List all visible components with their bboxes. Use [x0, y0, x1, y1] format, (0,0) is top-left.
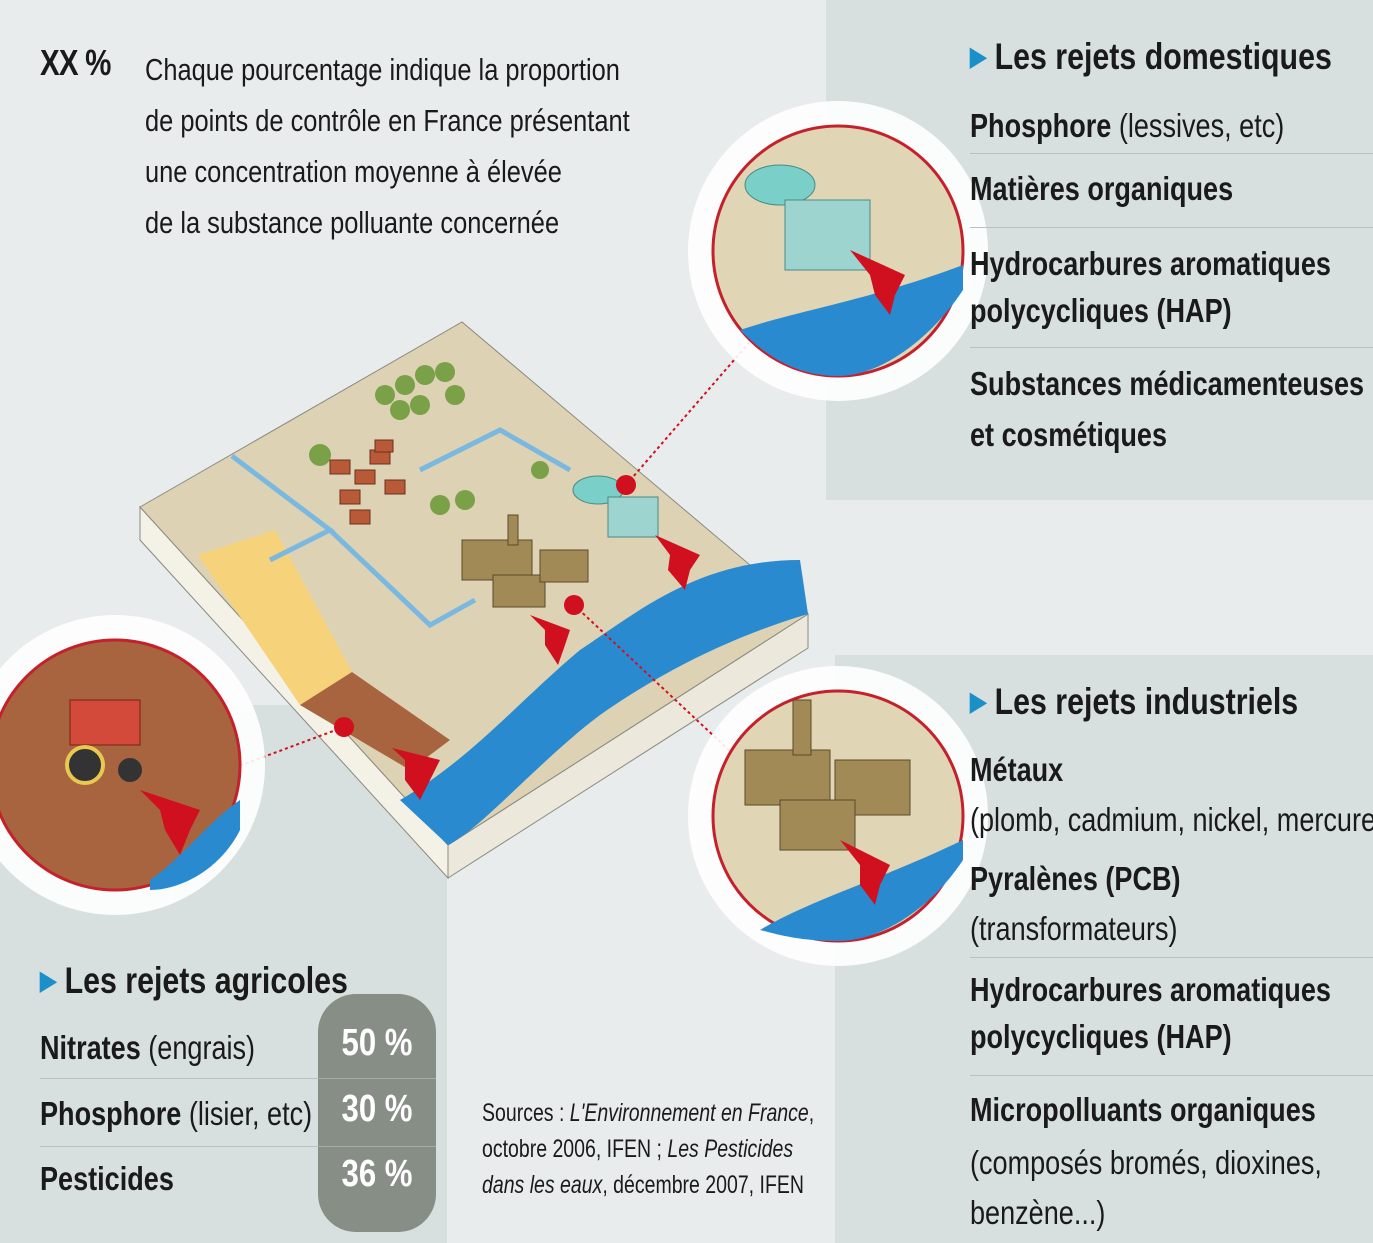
divider — [318, 1146, 436, 1147]
domestic-heading: ▶Les rejets domestiques — [970, 36, 1332, 77]
industrial-item-micro-detail-1: (composés bromés, dioxines, — [970, 1144, 1322, 1181]
triangle-icon: ▶ — [970, 686, 987, 716]
agricultural-item-pesticides: Pesticides — [40, 1160, 174, 1197]
industrial-item-metaux-detail: (plomb, cadmium, nickel, mercure) — [970, 801, 1373, 838]
divider — [318, 1078, 436, 1079]
divider — [40, 1078, 318, 1079]
industrial-magnifier — [688, 666, 988, 966]
divider — [970, 957, 1373, 958]
industrial-item-micro-detail-2: benzène...) — [970, 1194, 1106, 1231]
agricultural-pct-phosphore: 30 % — [341, 1088, 413, 1130]
domestic-item-hap-1: Hydrocarbures aromatiques — [970, 245, 1331, 282]
legend-marker: XX % — [40, 42, 111, 83]
industrial-item-pcb: Pyralènes (PCB) — [970, 860, 1181, 897]
domestic-magnifier — [688, 101, 988, 401]
agricultural-pct-pesticides: 36 % — [341, 1153, 413, 1195]
industrial-item-hap-1: Hydrocarbures aromatiques — [970, 971, 1331, 1008]
agricultural-magnifier — [0, 615, 265, 915]
divider — [970, 347, 1373, 348]
triangle-icon: ▶ — [970, 41, 987, 71]
divider — [970, 227, 1373, 228]
industrial-item-micro: Micropolluants organiques — [970, 1091, 1316, 1128]
domestic-item-medical-2: et cosmétiques — [970, 416, 1168, 453]
industrial-heading: ▶Les rejets industriels — [970, 681, 1299, 722]
agricultural-heading: ▶Les rejets agricoles — [40, 960, 348, 1001]
legend-text: Chaque pourcentage indique la proportion… — [145, 52, 630, 240]
industrial-item-pcb-detail: (transformateurs) — [970, 910, 1178, 947]
industrial-item-metaux: Métaux — [970, 751, 1064, 788]
domestic-item-organic: Matières organiques — [970, 170, 1234, 207]
sources-note: Sources : L'Environnement en France, oct… — [482, 1099, 815, 1199]
agricultural-pct-nitrates: 50 % — [341, 1022, 413, 1064]
divider — [970, 1075, 1373, 1076]
agricultural-item-nitrates: Nitrates (engrais) — [40, 1029, 256, 1066]
percentage-box — [318, 994, 436, 1232]
agricultural-item-phosphore: Phosphore (lisier, etc) — [40, 1095, 313, 1132]
divider — [40, 1146, 318, 1147]
domestic-item-hap-2: polycycliques (HAP) — [970, 292, 1232, 329]
divider — [970, 153, 1373, 154]
domestic-item-medical-1: Substances médicamenteuses — [970, 365, 1365, 402]
triangle-icon: ▶ — [40, 965, 57, 995]
domestic-item-phosphore: Phosphore (lessives, etc) — [970, 107, 1285, 144]
industrial-item-hap-2: polycycliques (HAP) — [970, 1018, 1232, 1055]
